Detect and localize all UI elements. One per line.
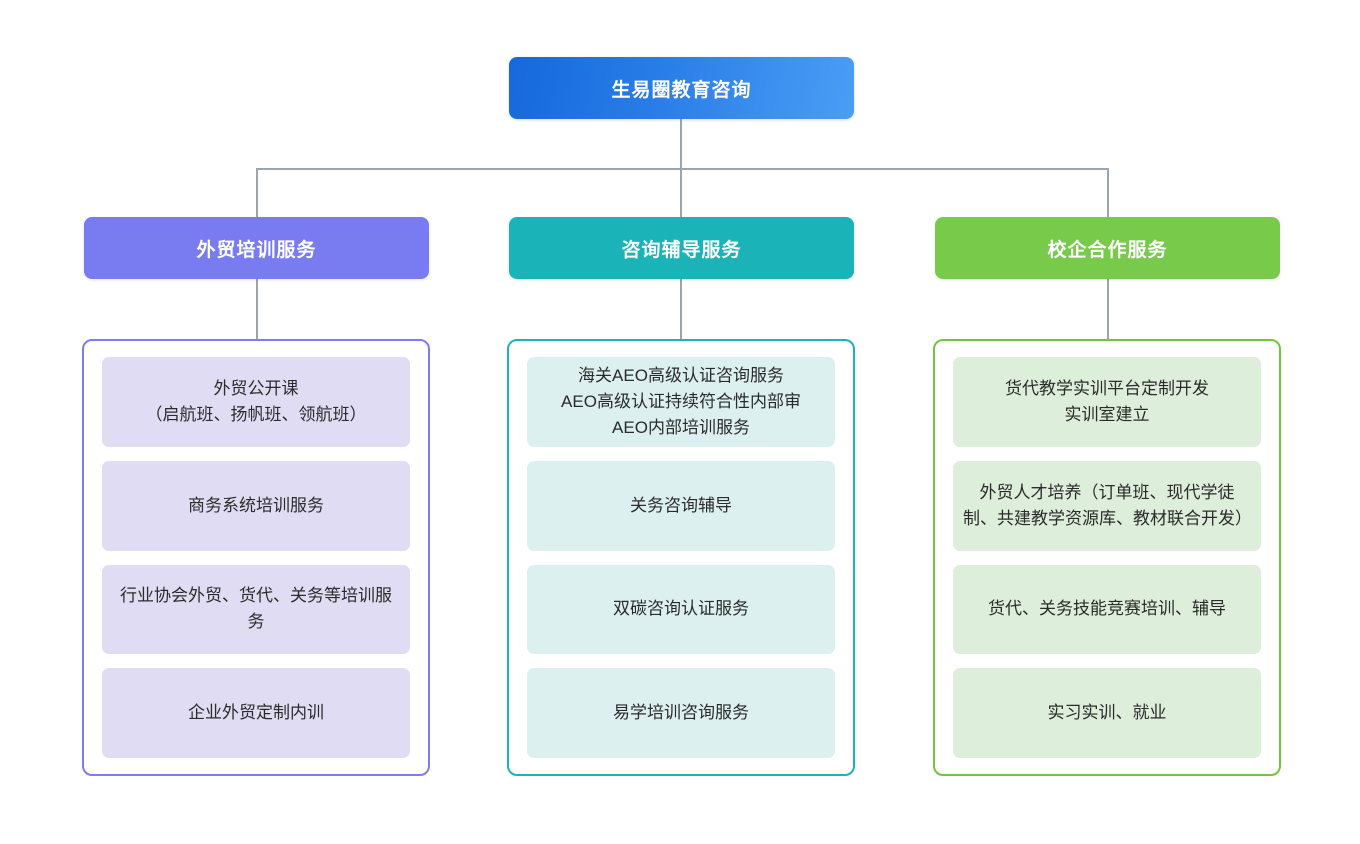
root-node[interactable]: 生易圈教育咨询 [509, 57, 854, 119]
list-item[interactable]: 易学培训咨询服务 [527, 668, 835, 758]
list-item[interactable]: 关务咨询辅导 [527, 460, 835, 551]
branch-box-xiaoqi-hezuo: 货代教学实训平台定制开发 实训室建立 外贸人才培养（订单班、现代学徒制、共建教学… [933, 339, 1281, 776]
list-item[interactable]: 企业外贸定制内训 [102, 668, 410, 758]
list-item[interactable]: 海关AEO高级认证咨询服务 AEO高级认证持续符合性内部审 AEO内部培训服务 [527, 357, 835, 447]
list-item[interactable]: 货代、关务技能竞赛培训、辅导 [953, 564, 1261, 655]
connector-root-stem [680, 119, 682, 170]
list-item[interactable]: 实习实训、就业 [953, 668, 1261, 758]
connector-drop-branch-2 [680, 168, 682, 217]
list-item[interactable]: 货代教学实训平台定制开发 实训室建立 [953, 357, 1261, 447]
connector-drop-branch-1 [256, 168, 258, 217]
connector-header-to-box-2 [680, 279, 682, 339]
connector-horizontal-bus [256, 168, 1108, 170]
branch-header-waimao-peixun[interactable]: 外贸培训服务 [84, 217, 429, 279]
branch-header-xiaoqi-hezuo[interactable]: 校企合作服务 [935, 217, 1280, 279]
list-item[interactable]: 外贸人才培养（订单班、现代学徒制、共建教学资源库、教材联合开发） [953, 460, 1261, 551]
list-item[interactable]: 外贸公开课 （启航班、扬帆班、领航班） [102, 357, 410, 447]
list-item[interactable]: 行业协会外贸、货代、关务等培训服务 [102, 564, 410, 655]
list-item[interactable]: 商务系统培训服务 [102, 460, 410, 551]
list-item[interactable]: 双碳咨询认证服务 [527, 564, 835, 655]
connector-header-to-box-1 [256, 279, 258, 339]
connector-header-to-box-3 [1107, 279, 1109, 339]
connector-drop-branch-3 [1107, 168, 1109, 217]
branch-header-zixun-fudao[interactable]: 咨询辅导服务 [509, 217, 854, 279]
branch-box-zixun-fudao: 海关AEO高级认证咨询服务 AEO高级认证持续符合性内部审 AEO内部培训服务 … [507, 339, 855, 776]
branch-box-waimao-peixun: 外贸公开课 （启航班、扬帆班、领航班） 商务系统培训服务 行业协会外贸、货代、关… [82, 339, 430, 776]
